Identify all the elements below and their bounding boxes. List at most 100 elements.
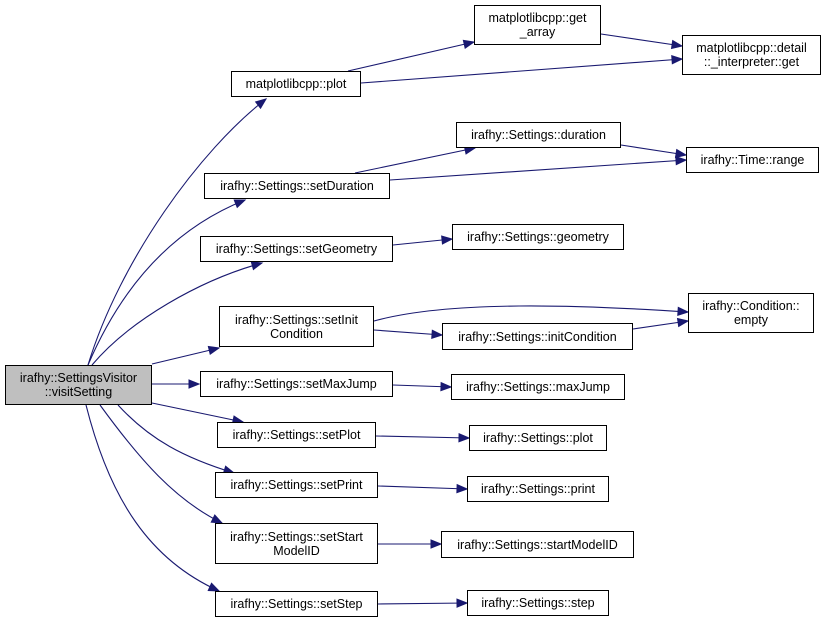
- node-interpreter-get-line2: ::_interpreter::get: [703, 55, 800, 69]
- node-time-range-label: irafhy::Time::range: [700, 153, 805, 167]
- arrowhead-icon: [674, 148, 688, 159]
- node-set-duration[interactable]: irafhy::Settings::setDuration: [204, 173, 390, 199]
- edge-visit-setting-to-set-start-model-id: [99, 404, 224, 524]
- node-set-print[interactable]: irafhy::Settings::setPrint: [215, 472, 378, 498]
- node-set-init-condition-line2: Condition: [270, 326, 323, 341]
- node-set-init-condition-line1: irafhy::Settings::setInit: [235, 312, 358, 327]
- arrowhead-icon: [677, 306, 690, 317]
- node-condition-empty-line1: irafhy::Condition::: [702, 299, 800, 313]
- edge-set-init-condition-to-condition-empty: [373, 305, 690, 322]
- node-visit-setting-line1: irafhy::SettingsVisitor: [19, 371, 138, 385]
- arrowhead-icon: [430, 539, 443, 549]
- node-print-setting[interactable]: irafhy::Settings::print: [467, 476, 609, 502]
- edge-set-duration-to-time-range: [389, 155, 688, 181]
- node-start-model-id-label: irafhy::Settings::startModelID: [457, 537, 618, 552]
- node-set-geometry[interactable]: irafhy::Settings::setGeometry: [200, 236, 393, 262]
- node-geometry-label: irafhy::Settings::geometry: [467, 230, 609, 244]
- edge-plot-func-to-interpreter-get: [360, 55, 684, 84]
- arrowhead-icon: [207, 345, 221, 356]
- node-set-start-model-id-line1: irafhy::Settings::setStart: [230, 529, 363, 544]
- node-max-jump-label: irafhy::Settings::maxJump: [466, 380, 610, 394]
- node-time-range[interactable]: irafhy::Time::range: [686, 147, 819, 173]
- arrowhead-icon: [250, 261, 264, 271]
- arrowhead-icon: [210, 514, 224, 524]
- node-step-label: irafhy::Settings::step: [481, 596, 595, 610]
- node-set-step[interactable]: irafhy::Settings::setStep: [215, 591, 378, 617]
- edge-line: [91, 262, 263, 366]
- arrowhead-icon: [441, 235, 454, 245]
- edge-line: [375, 435, 470, 439]
- node-plot-setting-label: irafhy::Settings::plot: [483, 431, 593, 445]
- edge-line: [600, 33, 683, 47]
- node-matplotlibcpp-plot[interactable]: matplotlibcpp::plot: [231, 71, 361, 97]
- node-geometry[interactable]: irafhy::Settings::geometry: [452, 224, 624, 250]
- edge-visit-setting-to-plot-func: [87, 98, 268, 366]
- node-init-condition[interactable]: irafhy::Settings::initCondition: [442, 323, 633, 350]
- edge-line: [87, 98, 267, 366]
- edge-set-step-to-step: [377, 598, 469, 608]
- arrowhead-icon: [207, 582, 221, 592]
- edge-line: [360, 58, 683, 84]
- edge-visit-setting-to-set-duration: [87, 199, 247, 366]
- edge-line: [389, 159, 687, 181]
- edge-set-start-model-id-to-start-model-id: [378, 539, 443, 549]
- node-matplotlibcpp-plot-label: matplotlibcpp::plot: [245, 77, 347, 91]
- edge-init-condition-to-condition-empty: [632, 317, 690, 330]
- node-init-condition-label: irafhy::Settings::initCondition: [458, 329, 617, 344]
- node-print-setting-label: irafhy::Settings::print: [481, 482, 595, 496]
- node-max-jump[interactable]: irafhy::Settings::maxJump: [451, 374, 625, 400]
- edge-visit-setting-to-set-max-jump: [152, 379, 201, 389]
- node-start-model-id[interactable]: irafhy::Settings::startModelID: [441, 531, 634, 558]
- node-get-array[interactable]: matplotlibcpp::get _array: [474, 5, 601, 45]
- arrowhead-icon: [462, 39, 476, 49]
- edge-line: [87, 199, 246, 366]
- edge-line: [99, 404, 223, 524]
- edge-set-init-condition-to-init-condition: [373, 329, 444, 339]
- arrowhead-icon: [254, 98, 268, 110]
- edge-duration-to-time-range: [620, 144, 688, 159]
- edge-set-max-jump-to-max-jump: [392, 381, 453, 392]
- edge-set-print-to-print-setting: [377, 483, 469, 494]
- node-interpreter-get[interactable]: matplotlibcpp::detail ::_interpreter::ge…: [682, 35, 821, 75]
- node-set-init-condition[interactable]: irafhy::Settings::setInit Condition: [219, 306, 374, 347]
- node-get-array-line2: _array: [519, 25, 556, 39]
- edge-set-duration-to-duration: [354, 145, 477, 174]
- node-interpreter-get-line1: matplotlibcpp::detail: [696, 41, 807, 55]
- edge-set-geometry-to-geometry: [392, 235, 454, 246]
- edge-plot-func-to-get-array: [347, 39, 476, 72]
- arrowhead-icon: [456, 598, 469, 608]
- arrowhead-icon: [675, 155, 688, 166]
- edge-line: [347, 41, 475, 72]
- node-plot-setting[interactable]: irafhy::Settings::plot: [469, 425, 607, 451]
- edge-line: [151, 402, 244, 423]
- node-set-start-model-id[interactable]: irafhy::Settings::setStart ModelID: [215, 523, 378, 564]
- node-duration-label: irafhy::Settings::duration: [471, 128, 606, 142]
- arrowhead-icon: [458, 433, 471, 443]
- node-set-plot[interactable]: irafhy::Settings::setPlot: [217, 422, 376, 448]
- node-set-print-label: irafhy::Settings::setPrint: [230, 478, 363, 492]
- edge-line: [377, 485, 468, 490]
- node-condition-empty-line2: empty: [733, 313, 769, 327]
- node-visit-setting-line2: ::visitSetting: [44, 385, 113, 399]
- node-duration[interactable]: irafhy::Settings::duration: [456, 122, 621, 148]
- edge-line: [151, 347, 220, 365]
- edge-visit-setting-to-set-plot: [151, 402, 245, 425]
- node-set-geometry-label: irafhy::Settings::setGeometry: [215, 242, 378, 256]
- node-condition-empty[interactable]: irafhy::Condition:: empty: [688, 293, 814, 333]
- node-get-array-line1: matplotlibcpp::get: [488, 11, 587, 25]
- arrowhead-icon: [676, 317, 690, 328]
- edge-visit-setting-to-set-step: [85, 404, 221, 592]
- edge-line: [85, 404, 220, 592]
- node-step[interactable]: irafhy::Settings::step: [467, 590, 609, 616]
- node-set-max-jump[interactable]: irafhy::Settings::setMaxJump: [200, 371, 393, 397]
- edge-visit-setting-to-set-init-condition: [151, 345, 221, 365]
- arrowhead-icon: [670, 39, 684, 50]
- arrowhead-icon: [671, 55, 684, 65]
- arrowhead-icon: [233, 199, 247, 209]
- arrowhead-icon: [431, 329, 444, 339]
- arrowhead-icon: [440, 381, 453, 392]
- node-set-step-label: irafhy::Settings::setStep: [230, 597, 363, 611]
- node-set-start-model-id-line2: ModelID: [273, 543, 320, 558]
